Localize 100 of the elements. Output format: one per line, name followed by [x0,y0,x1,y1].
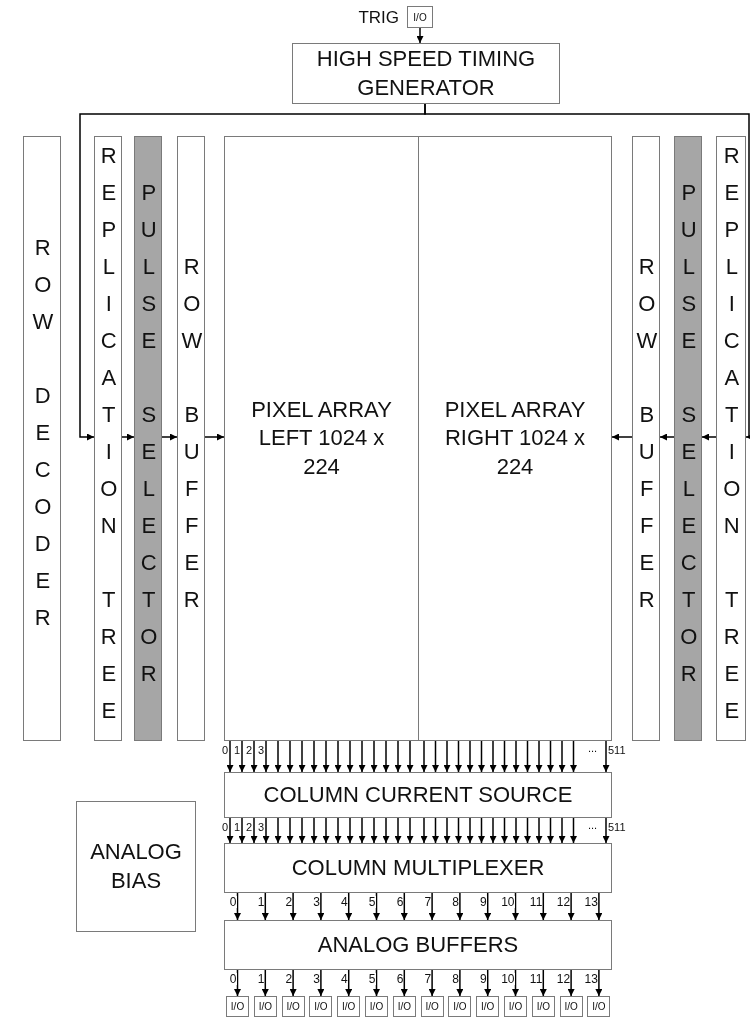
edge-label: 0 [229,896,237,908]
arrow [567,892,575,921]
arrow [400,892,408,921]
block-label: I/O [397,1000,411,1013]
edge-label: 7 [424,973,432,985]
arrow [373,969,380,997]
arrow [204,433,225,441]
io-box [281,996,305,1017]
edge-label: 2 [285,896,293,908]
arrow [161,433,178,441]
arrow [428,969,436,997]
block-box [224,843,612,893]
block-label: PIXEL ARRAY RIGHT 1024 x 224 [443,395,587,481]
bus-index: 511 [608,822,626,833]
block-label: I/O [481,1000,495,1013]
io-box [587,996,611,1017]
block-label: REPLICATION TREE [718,142,746,735]
edge-label: 1 [257,896,265,908]
io-box [531,996,555,1017]
block-label: COLUMN MULTIPLEXER [291,853,545,882]
arrow [456,969,464,997]
block-label: ANALOG BUFFERS [317,930,519,959]
arrow-bus [226,740,414,773]
block-label: I/O [342,1000,356,1013]
edge-label: 9 [480,896,487,908]
io-box [253,996,277,1017]
arrow [456,892,464,921]
block-label: ROW BUFFER [633,253,661,624]
arrow-bus [420,740,610,773]
block-label: I/O [564,1000,578,1013]
edge-label: 7 [424,896,432,908]
bus-index: 3 [258,822,265,833]
bus-index: 0 [222,822,229,833]
edge-label: 4 [341,896,348,908]
arrow [424,103,750,441]
block-label: I/O [536,1000,550,1013]
edge-label: 2 [285,973,293,985]
vertical-block [674,136,702,741]
arrow [611,433,633,441]
arrow [345,892,353,921]
io-box [420,996,444,1017]
edge-label: 5 [368,973,376,985]
edge-label: 11 [529,973,543,985]
arrow-bus [226,817,610,844]
edge-label: 13 [584,973,598,985]
arrow [289,892,297,921]
block-box [224,920,612,970]
block-label: I/O [592,1000,606,1013]
io-box [448,996,472,1017]
block-label: I/O [258,1000,272,1013]
bus-index: ... [588,743,598,754]
block-label: REPLICATION TREE [95,142,123,735]
edge-label: 12 [556,896,571,908]
edge-label: 8 [452,973,459,985]
bus-index: 1 [234,745,241,756]
block-label: ROW DECODER [29,235,57,642]
vertical-block [134,136,162,741]
arrow [121,433,135,441]
arrow [701,433,717,441]
bus-index: 2 [246,822,253,833]
arrow [539,969,547,997]
arrow [484,892,492,921]
io-box [559,996,583,1017]
block-label: I/O [425,1000,439,1013]
edge-label: 11 [529,896,543,908]
edge-label: 5 [368,896,376,908]
block-label: HIGH SPEED TIMING GENERATOR [315,44,537,102]
arrow [416,27,424,44]
bus-index: 1 [234,822,241,833]
bus-index: 2 [246,745,253,756]
vertical-block [632,136,660,741]
io-box [337,996,361,1017]
arrow [484,969,492,997]
bus-index: 3 [258,745,265,756]
block-label: I/O [453,1000,467,1013]
arrow [234,892,241,921]
edge-label: 8 [452,896,459,908]
vertical-block [23,136,61,741]
block-label: PULSE SELECTOR [675,179,703,698]
arrow [512,892,519,921]
io-box [407,6,433,28]
edge-label: 4 [341,973,348,985]
arrow [345,969,353,997]
arrow [261,969,269,997]
arrow [400,969,408,997]
block-label: I/O [286,1000,300,1013]
bus-index: ... [588,820,598,831]
block-label: PULSE SELECTOR [135,179,163,698]
edge-label: 10 [501,973,515,985]
arrow [261,892,269,921]
arrow [659,433,675,441]
block-label: I/O [369,1000,384,1013]
block-label: I/O [314,1000,328,1013]
arrow [234,969,241,997]
edge-label: 13 [584,896,598,908]
io-box [476,996,500,1017]
edge-label: 3 [313,896,320,908]
arrow [317,892,325,921]
arrow [567,969,575,997]
arrow [373,892,380,921]
